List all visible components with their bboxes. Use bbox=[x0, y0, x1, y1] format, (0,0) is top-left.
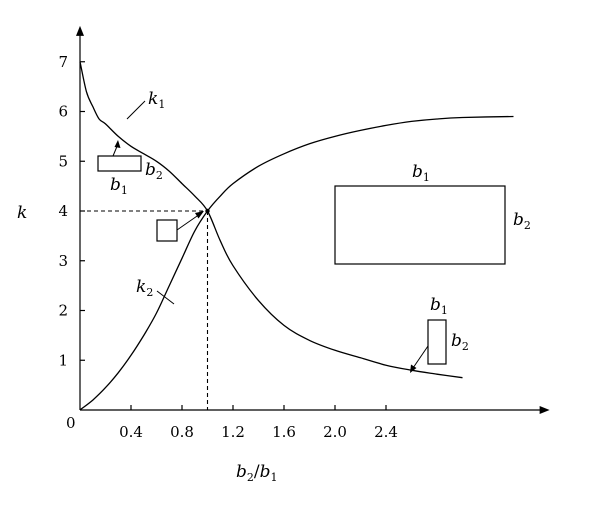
inset-wide-b2-label: b2 bbox=[513, 210, 531, 232]
series-label-k1: k1 bbox=[148, 89, 165, 111]
inset-tall-b2-sub: 2 bbox=[462, 340, 469, 353]
x-tick-label: 1.6 bbox=[272, 423, 296, 441]
inset-wide-b1-label: b1 bbox=[412, 162, 430, 184]
origin-label: 0 bbox=[66, 414, 76, 432]
inset-wide-b2-sub: 2 bbox=[524, 219, 531, 232]
ticks: 0.4 0.8 1.2 1.6 2.0 2.4 1 2 3 4 5 6 7 bbox=[58, 53, 397, 441]
series-line-k2 bbox=[79, 115, 514, 411]
x-tick-label: 2.0 bbox=[323, 423, 347, 441]
series-line-k1 bbox=[79, 61, 463, 379]
x-axis-label-b2-base: b bbox=[236, 462, 247, 482]
y-tick-label: 5 bbox=[58, 152, 68, 170]
x-axis-label-b1-sub: 1 bbox=[271, 471, 278, 484]
series-label-k1-base: k bbox=[148, 89, 158, 109]
axes bbox=[76, 25, 550, 414]
x-tick-label: 1.2 bbox=[221, 423, 245, 441]
inset-wide-b2-base: b bbox=[513, 210, 524, 230]
inset-tall-b2-label: b2 bbox=[451, 331, 469, 353]
series-label-k2-base: k bbox=[136, 277, 146, 297]
inset-tall-b1-sub: 1 bbox=[441, 304, 448, 317]
inset-flat-b2-sub: 2 bbox=[156, 169, 163, 182]
y-tick-label: 7 bbox=[58, 53, 68, 71]
inset-rect-flat bbox=[97, 155, 142, 172]
series-label-k2-sub: 2 bbox=[146, 286, 153, 299]
x-tick-label: 2.4 bbox=[374, 423, 398, 441]
y-tick-label: 1 bbox=[58, 351, 68, 369]
inset-square-arrow-head bbox=[195, 211, 204, 219]
x-axis-label-b1-base: b bbox=[260, 462, 271, 482]
y-tick-label: 3 bbox=[58, 252, 68, 270]
y-axis-arrow bbox=[76, 25, 84, 36]
inset-square-arrow-line bbox=[176, 213, 201, 231]
x-axis-label-slash: / bbox=[254, 462, 260, 482]
series-label-k2: k2 bbox=[136, 277, 153, 299]
inset-wide-b1-sub: 1 bbox=[423, 171, 430, 184]
inset-flat-arrow-head bbox=[114, 140, 121, 148]
inset-flat-b2-base: b bbox=[145, 160, 156, 180]
x-tick-label: 0.4 bbox=[119, 423, 143, 441]
inset-flat-b1-base: b bbox=[110, 175, 121, 195]
series-label-k1-sub: 1 bbox=[158, 98, 165, 111]
series-label-k2-leader bbox=[156, 290, 175, 305]
inset-flat-b1-sub: 1 bbox=[121, 184, 128, 197]
inset-flat-b2-label: b2 bbox=[145, 160, 163, 182]
curves bbox=[79, 61, 514, 411]
inset-wide-b1-base: b bbox=[412, 162, 423, 182]
inset-flat-b1-label: b1 bbox=[110, 175, 128, 197]
inset-tall-b2-base: b bbox=[451, 331, 462, 351]
y-tick-label: 4 bbox=[58, 202, 68, 220]
inset-rect-tall bbox=[427, 319, 447, 365]
guide-lines bbox=[80, 210, 209, 410]
inset-tall-arrow-line bbox=[412, 345, 429, 369]
inset-rect-square bbox=[156, 219, 178, 242]
y-tick-label: 2 bbox=[58, 302, 68, 320]
inset-tall-b1-label: b1 bbox=[430, 295, 448, 317]
series-label-k1-leader bbox=[126, 100, 146, 120]
x-axis-label-b2-sub: 2 bbox=[247, 471, 254, 484]
x-axis-arrow bbox=[539, 406, 550, 414]
inset-rect-wide bbox=[334, 185, 506, 265]
inset-tall-arrow-head bbox=[410, 364, 417, 373]
intersection-point bbox=[205, 208, 210, 214]
x-tick-label: 0.8 bbox=[170, 423, 194, 441]
x-axis-label: b2/b1 bbox=[236, 462, 278, 484]
y-axis-label: k bbox=[17, 203, 27, 223]
inset-tall-b1-base: b bbox=[430, 295, 441, 315]
y-tick-label: 6 bbox=[58, 103, 68, 121]
